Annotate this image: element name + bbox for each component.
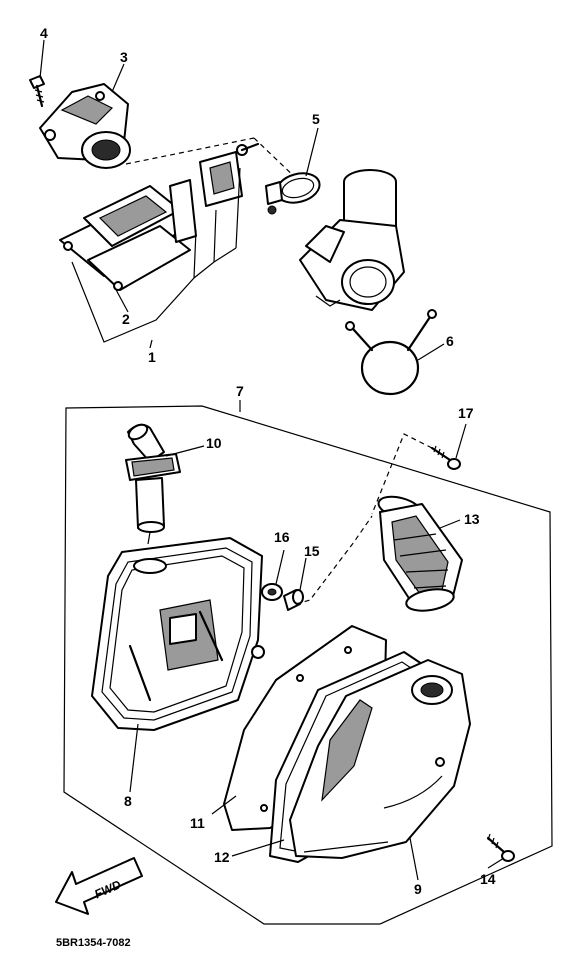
collar-15-part	[283, 589, 304, 611]
filter-case-9-part	[289, 659, 471, 859]
joint-tube-10-part	[125, 423, 181, 533]
collar-dash-line	[295, 515, 373, 605]
part-label-16: 16	[274, 529, 290, 545]
assembly-leader-lines	[71, 137, 301, 343]
part-label-4: 4	[40, 25, 48, 41]
carburetor-part	[299, 169, 405, 311]
spring-clip-6-part	[345, 309, 437, 396]
part-label-8: 8	[124, 793, 132, 809]
clamp-5-part	[265, 172, 321, 215]
part-label-9: 9	[414, 881, 422, 897]
case-cover-8-part	[91, 531, 265, 731]
reed-valve-assembly	[59, 185, 191, 291]
part-label-5: 5	[312, 111, 320, 127]
bolt-dash-line	[371, 433, 433, 515]
grommet-16-part	[261, 583, 283, 601]
screw-14-part	[486, 833, 515, 862]
part-label-14: 14	[480, 871, 496, 887]
drawing-code: 5BR1354-7082	[56, 937, 131, 949]
part-label-3: 3	[120, 49, 128, 65]
reed-stopper-part	[169, 142, 260, 243]
air-cleaner-boundary	[63, 400, 553, 925]
part-label-13: 13	[464, 511, 480, 527]
part-label-1: 1	[148, 349, 156, 365]
part-label-15: 15	[304, 543, 320, 559]
part-label-11: 11	[190, 815, 205, 831]
part-label-10: 10	[206, 435, 222, 451]
bolt-17-part	[430, 445, 461, 470]
intake-joint-part	[39, 83, 131, 169]
bolt-4-part	[29, 75, 45, 108]
part-label-17: 17	[458, 405, 474, 421]
intake-duct-13-part	[377, 495, 463, 612]
part-label-7: 7	[236, 383, 244, 399]
part-label-6: 6	[446, 333, 454, 349]
label-leader-lines	[39, 39, 505, 881]
part-label-12: 12	[214, 849, 230, 865]
part-label-2: 2	[122, 311, 130, 327]
forward-arrow-icon: FWD	[55, 857, 143, 915]
